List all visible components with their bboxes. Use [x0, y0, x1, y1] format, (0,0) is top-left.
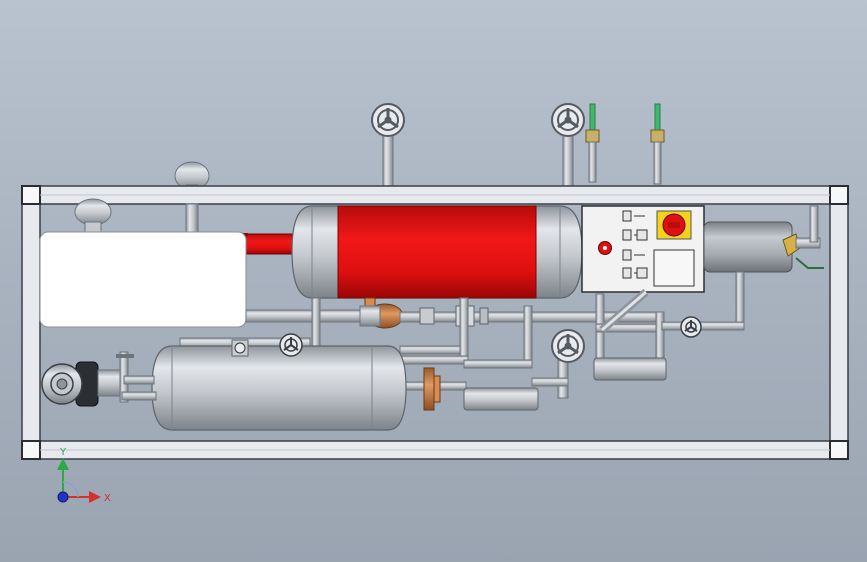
pump[interactable] — [41, 351, 157, 407]
handwheel-valve-top-1[interactable] — [371, 103, 405, 187]
indicator-lamp-core — [603, 246, 607, 250]
z-axis-dot-icon — [57, 491, 69, 503]
skid-frame — [21, 185, 849, 460]
y-axis-label: Y — [59, 447, 67, 458]
red-pressure-vessel[interactable] — [291, 205, 583, 299]
copper-flange-lower — [423, 367, 441, 411]
handwheel-valve-mid-2[interactable] — [551, 329, 585, 363]
emergency-stop-knob[interactable] — [656, 210, 692, 240]
inline-valve-left[interactable] — [231, 339, 249, 357]
axis-triad: Y X — [57, 447, 111, 504]
lower-horizontal-tank[interactable] — [151, 345, 407, 431]
switch-column — [622, 210, 648, 279]
handwheel-valve-top-2[interactable] — [551, 103, 585, 187]
control-panel[interactable] — [581, 205, 705, 293]
handwheel-valve-mid-1[interactable] — [279, 333, 303, 357]
upper-left-fittings — [74, 198, 199, 235]
red-connector-pipe — [243, 233, 297, 255]
display-window — [653, 249, 695, 287]
exchanger-box-center — [463, 387, 539, 411]
white-box-left[interactable] — [39, 231, 247, 328]
y-axis-arrow-icon — [57, 458, 69, 470]
ball-valve-2[interactable] — [650, 103, 665, 185]
x-axis-arrow-icon — [89, 491, 101, 503]
exchanger-box-right — [593, 357, 667, 381]
ball-valve-1[interactable] — [585, 103, 600, 183]
handwheel-valve-right[interactable] — [680, 316, 702, 338]
x-axis-label: X — [104, 493, 111, 504]
heater-cylinder[interactable] — [703, 205, 824, 273]
